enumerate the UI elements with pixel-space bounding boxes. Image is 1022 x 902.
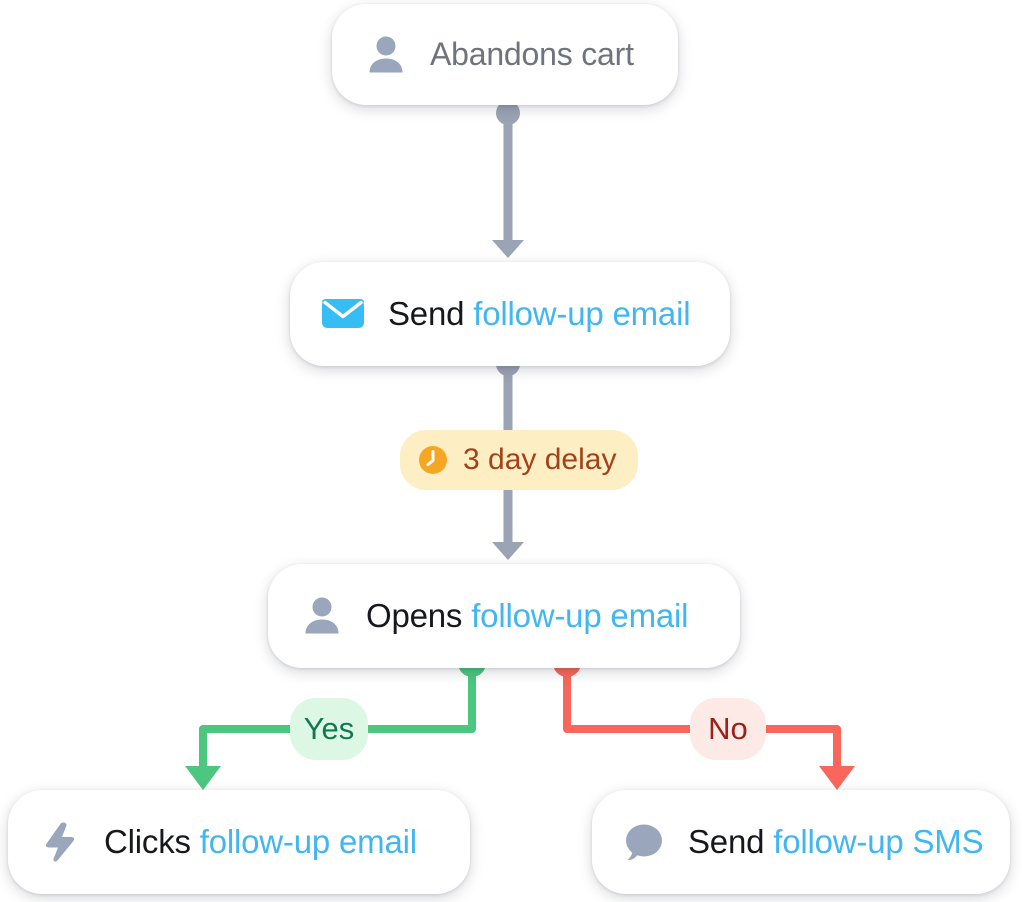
node-label-lead: Clicks (104, 823, 200, 860)
node-label: Opens follow-up email (366, 597, 688, 635)
node-label-link: follow-up email (471, 597, 689, 634)
node-label: Abandons cart (430, 36, 634, 73)
speech-bubble-icon (620, 819, 666, 865)
edge-abandons-to-send-email (492, 101, 524, 258)
node-send-follow-up-email[interactable]: Send follow-up email (290, 262, 730, 366)
node-label: Send follow-up SMS (688, 823, 984, 861)
node-abandons-cart[interactable]: Abandons cart (332, 4, 678, 105)
node-label-lead: Opens (366, 597, 472, 634)
badge-yes[interactable]: Yes (290, 698, 368, 760)
node-label-lead: Send (388, 295, 474, 332)
badge-yes-label: Yes (303, 711, 355, 746)
envelope-icon (320, 291, 366, 337)
clock-icon (416, 443, 450, 477)
badge-delay[interactable]: 3 day delay (400, 430, 639, 490)
node-label-lead: Send (688, 823, 774, 860)
node-label-lead: Abandons cart (430, 36, 634, 72)
node-label: Send follow-up email (388, 295, 691, 333)
node-send-follow-up-sms[interactable]: Send follow-up SMS (592, 790, 1010, 894)
lightning-bolt-icon (38, 819, 82, 865)
badge-delay-label: 3 day delay (463, 443, 617, 476)
node-label-link: follow-up email (199, 823, 417, 860)
badge-no-label: No (708, 711, 748, 746)
node-label-link: follow-up SMS (773, 823, 984, 860)
person-icon (300, 594, 344, 638)
badge-no[interactable]: No (690, 698, 766, 760)
person-icon (364, 33, 408, 77)
node-opens-follow-up-email[interactable]: Opens follow-up email (268, 564, 740, 668)
node-label: Clicks follow-up email (104, 823, 417, 861)
node-label-link: follow-up email (473, 295, 691, 332)
node-clicks-follow-up-email[interactable]: Clicks follow-up email (8, 790, 470, 894)
